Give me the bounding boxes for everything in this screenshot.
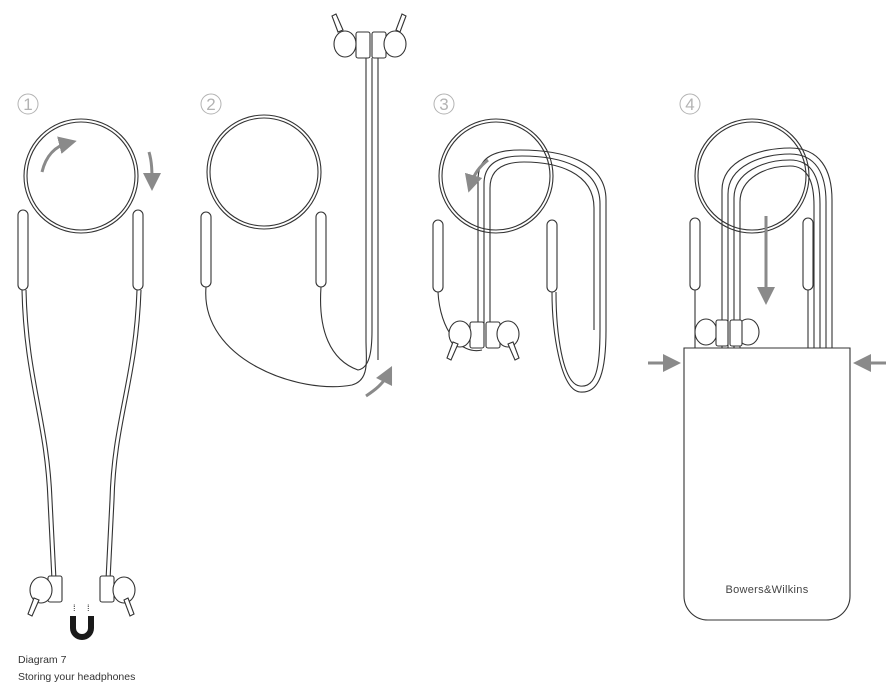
step-1-left-cable: [21, 289, 53, 581]
step-1-fold-arrow: [142, 151, 161, 191]
step-3-number: 3: [439, 95, 448, 114]
svg-text:⁞: ⁞: [87, 603, 90, 613]
step-1-right-cable: [105, 289, 138, 581]
step-2-earbuds: [331, 13, 407, 59]
step-3-badge: [433, 93, 455, 115]
caption-title: Diagram 7: [18, 654, 67, 666]
carrying-case: [683, 347, 851, 621]
step-4-wrapped-cable: [721, 147, 833, 348]
step-1-badge: [17, 93, 39, 115]
step-2-lift-arrow: [365, 365, 393, 398]
caption-subtitle: Storing your headphones: [18, 671, 136, 683]
case-brand-label: Bowers&Wilkins: [725, 584, 808, 596]
step-1-left-earbud: [27, 575, 63, 617]
step-4-earbuds: [694, 318, 760, 347]
step-2-left-cable: [205, 58, 367, 388]
step-3-wrapped-cable: [477, 149, 607, 393]
step-1-left-remote: [17, 209, 29, 291]
svg-text:⁞: ⁞: [73, 603, 76, 613]
step-3-wrap-arrow: [464, 158, 489, 193]
step-2-badge: [200, 93, 222, 115]
step-2-neckband-loop: [206, 114, 322, 230]
magnet-icon: ⁞ ⁞: [70, 603, 94, 640]
step-2: 2: [200, 13, 407, 398]
step-3-neckband-loop: [438, 118, 554, 234]
step-1-rotate-arrow: [40, 136, 77, 173]
step-2-right-cable: [320, 58, 373, 371]
step-4-badge: [679, 93, 701, 115]
step-2-number: 2: [206, 95, 215, 114]
step-1-number: 1: [23, 95, 32, 114]
step-3-earbuds: [446, 320, 520, 361]
step-1: 1 ⁞ ⁞: [17, 93, 161, 640]
step-3: 3: [432, 93, 607, 393]
step-4-number: 4: [685, 95, 694, 114]
step-4-neckband-loop: [694, 118, 810, 234]
step-1-right-remote: [132, 209, 144, 291]
step-1-neckband-loop: [23, 118, 139, 234]
step-1-right-earbud: [99, 575, 136, 617]
step-4: 4 Bowers&Wilkins: [648, 93, 886, 621]
